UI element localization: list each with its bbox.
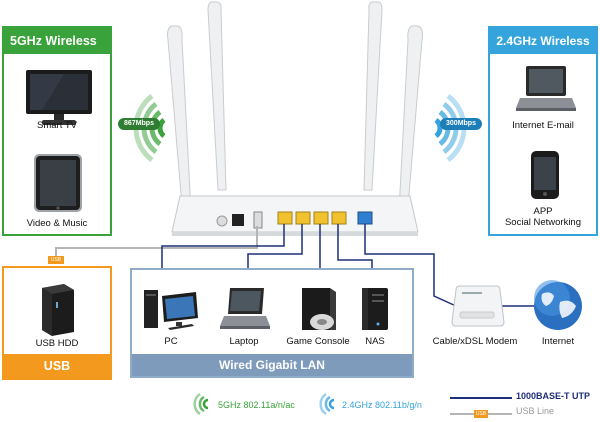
speed-badge-24g: 300Mbps — [440, 118, 482, 130]
smart-tv-label: Smart TV — [37, 120, 77, 131]
tv-icon — [26, 70, 92, 125]
five-ghz-title: 5GHz Wireless — [4, 28, 110, 54]
globe-icon — [534, 280, 582, 330]
usb-title: USB — [4, 354, 110, 378]
two-ghz-panel: 2.4GHz Wireless Internet E-mail APP Soci… — [488, 26, 598, 236]
lan-title: Wired Gigabit LAN — [132, 354, 412, 376]
internet-label: Internet — [541, 336, 575, 347]
lan-panel: Wired Gigabit LAN — [130, 268, 414, 378]
five-ghz-panel: 5GHz Wireless Smart TV Video & Music — [2, 26, 112, 236]
app-label: APP — [533, 206, 553, 217]
modem-label: Cable/xDSL Modem — [432, 336, 518, 347]
game-console-icon — [302, 288, 336, 330]
video-music-label: Video & Music — [26, 218, 88, 229]
legend-wifi-24g-label: 2.4GHz 802.11b/g/n — [342, 400, 422, 410]
usb-hdd-label: USB HDD — [35, 338, 79, 349]
legend-wifi-24g-icon — [319, 392, 335, 416]
router-icon — [167, 1, 423, 236]
phone-icon — [531, 151, 559, 199]
usb-panel: USB HDD USB — [2, 266, 112, 380]
legend-usb-tag: USB — [475, 411, 487, 417]
social-networking-label: Social Networking — [504, 217, 582, 228]
speed-badge-5g: 867Mbps — [118, 118, 160, 130]
hard-drive-icon — [42, 284, 74, 336]
pc-label: PC — [164, 336, 178, 347]
internet-email-label: Internet E-mail — [512, 120, 574, 131]
nas-label: NAS — [365, 336, 385, 347]
legend-wifi-5g-label: 5GHz 802.11a/n/ac — [218, 400, 295, 410]
lan-laptop-icon — [220, 288, 270, 329]
legend-utp-label: 1000BASE-T UTP — [516, 391, 591, 401]
tablet-icon — [34, 154, 82, 212]
pc-icon — [144, 290, 198, 330]
two-ghz-title: 2.4GHz Wireless — [490, 28, 596, 54]
game-console-label: Game Console — [286, 336, 350, 347]
modem-icon — [451, 285, 505, 327]
legend-wifi-5g-icon — [193, 392, 209, 416]
laptop-label: Laptop — [229, 336, 259, 347]
laptop-icon — [516, 66, 576, 111]
nas-icon — [362, 288, 388, 330]
legend-usb-label: USB Line — [516, 406, 555, 416]
legend-usb-line — [450, 410, 512, 418]
usb-connector-tag: USB — [48, 256, 64, 264]
legend-utp-line — [450, 397, 512, 399]
